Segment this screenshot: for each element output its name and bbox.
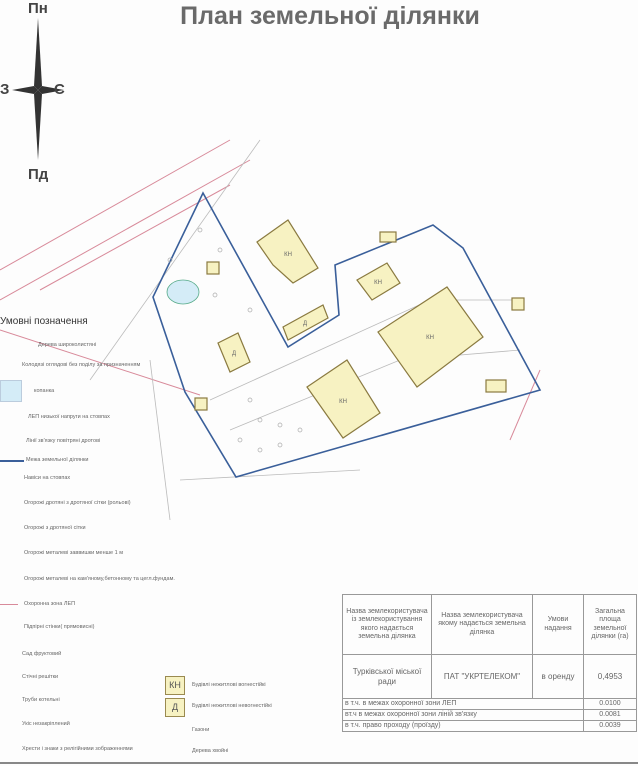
building-d-1 (282, 304, 329, 341)
header-cell: Назва землекористувача із землекористува… (342, 594, 432, 655)
land-area-table: Назва землекористувача із землекористува… (342, 594, 637, 733)
compass-icon (12, 18, 64, 160)
legend-item: Труби котельні (22, 697, 60, 703)
legend-item: Дерева хвойні (192, 748, 229, 754)
compass-south: Пд (28, 166, 49, 183)
header-cell: Умови надання (532, 594, 584, 655)
legend-item: Будівлі нежитлові вогнестійкі (192, 682, 266, 688)
legend-item: копанка (34, 388, 55, 394)
table-cell: вт.ч в межах охоронної зони ліній зв'язк… (342, 709, 584, 722)
legend-item: Підпірні стінки( прямовисні) (24, 624, 95, 630)
legend-item: Охоронна зона ЛЕП (24, 601, 76, 607)
site-plan-map: КН КН КН КН Д Д (0, 139, 542, 521)
svg-text:Д: Д (303, 321, 307, 327)
building-kn-2 (356, 262, 401, 301)
lep-protection-zone (0, 139, 541, 441)
legend-title: Умовні позначення (0, 316, 88, 327)
table-cell: в т.ч. право проходу (проїзду) (342, 720, 584, 733)
svg-text:Д: Д (232, 351, 236, 357)
table-cell: 0,4953 (583, 654, 637, 699)
pond-symbol (0, 380, 22, 402)
legend-item: Дерева широколистяні (38, 342, 97, 348)
legend-item: Сад фруктовий (22, 651, 62, 657)
legend-item: Огорожі дротяні з дротяної сітки (рольов… (24, 500, 131, 506)
legend-item: Хрести і знаки з релігійними зображенням… (22, 746, 133, 752)
compass-west: З (0, 81, 10, 98)
legend-item: Газони (192, 727, 210, 733)
table-cell: в оренду (532, 654, 584, 699)
building-kn-4 (306, 359, 381, 439)
table-cell: 0.0081 (583, 709, 637, 722)
building-kn-3 (377, 286, 484, 388)
header-cell: Загальна площа земельної ділянки (га) (583, 594, 637, 655)
table-cell: в т.ч. в межах охоронної зони ЛЕП (342, 697, 584, 711)
building-kn-1 (256, 219, 319, 284)
legend-item: Огорожі металеві на кам'яному,бетонному … (24, 576, 175, 582)
building-d-2 (217, 332, 251, 373)
bottom-border (0, 762, 638, 764)
legend-d-symbol: Д (165, 698, 185, 717)
legend-item: Огорожі металеві заввишки менше 1 м (24, 550, 123, 556)
legend-item: Стічні решітки (22, 674, 59, 680)
lep-zone-symbol (0, 604, 18, 605)
legend-item: Лінії зв'язку повітряні дротові (26, 438, 101, 444)
boundary-symbol (0, 460, 24, 462)
page-title: План земельної ділянки (180, 2, 480, 30)
legend-item: ЛЕП низької напруги на стовпах (28, 414, 110, 420)
table-cell: Турківської міської ради (342, 654, 432, 699)
compass-north: Пн (28, 0, 48, 17)
land-boundary (152, 191, 542, 478)
svg-text:КН: КН (339, 399, 347, 405)
legend-item: Межа земельної ділянки (26, 457, 89, 463)
buildings (194, 219, 525, 439)
legend-item: Укіс незакріплений (22, 721, 70, 727)
legend-item: Навіси на стовпах (24, 475, 71, 481)
legend-item: Огорожі з дротяної сітки (24, 525, 86, 531)
svg-text:КН: КН (284, 252, 292, 258)
orchard-trees (167, 227, 303, 453)
table-cell: 0.0100 (583, 697, 637, 711)
legend-kn-symbol: КН (165, 676, 185, 695)
svg-text:КН: КН (374, 280, 382, 286)
building-labels: КН КН КН КН Д Д (232, 252, 434, 405)
table-cell: ПАТ "УКРТЕЛЕКОМ" (431, 654, 533, 699)
legend-item: Колодязі оглядові без поділу за призначе… (22, 362, 141, 368)
header-cell: Назва землекористувача якому надається з… (431, 594, 533, 655)
compass-east: С (54, 81, 65, 98)
table-cell: 0.0039 (583, 720, 637, 733)
legend-item: Будівлі нежитлові невогнестійкі (192, 703, 272, 709)
svg-text:КН: КН (426, 335, 434, 341)
pond (166, 279, 200, 305)
